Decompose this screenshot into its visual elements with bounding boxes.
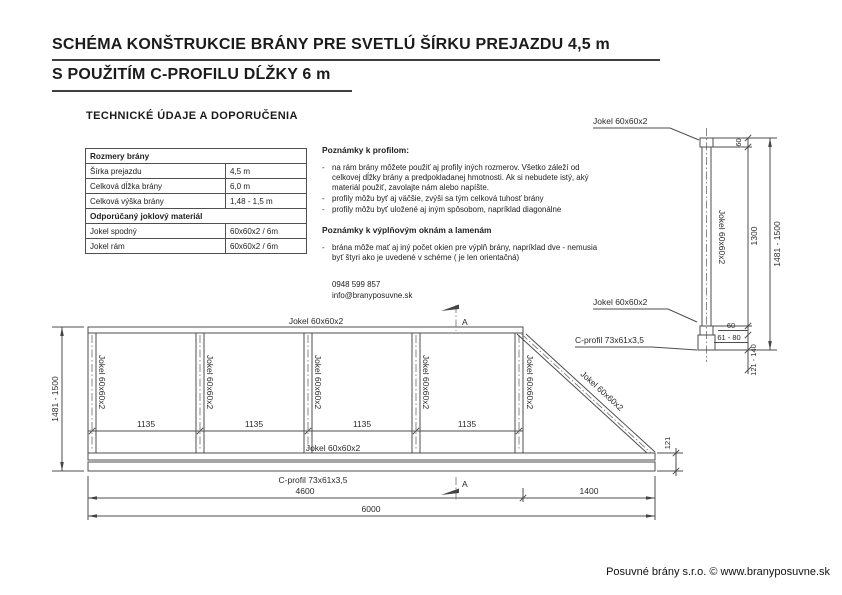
section-marker-a-top: A (462, 317, 468, 327)
notes-block: Poznámky k profilom: -na rám brány môžet… (322, 145, 610, 301)
dim-gap: 61 - 80 (717, 333, 740, 342)
dim-cap-top: 60 (734, 138, 743, 146)
dim-window: 1135 (458, 419, 477, 429)
subtitle-underline (52, 90, 352, 92)
footer-credit: Posuvné brány s.r.o. © www.branyposuvne.… (606, 566, 830, 578)
dim-height-detail: 1481 - 1500 (772, 221, 782, 267)
notes-infill-title: Poznámky k výplňovým oknám a lamenám (322, 225, 492, 236)
detail-bottom-jokel-label: Jokel 60x60x2 (593, 297, 648, 307)
gate-post-label: Jokel 60x60x2 (525, 355, 535, 410)
note-bullet: -profily môžu byť uložené aj iným spôsob… (322, 205, 610, 215)
note-text: profily môžu byť aj väčšie, zvýši sa tým… (332, 194, 544, 204)
note-bullet: -profily môžu byť aj väčšie, zvýši sa tý… (322, 194, 610, 204)
bullet-dash: - (322, 194, 325, 204)
gate-top-rail-label: Jokel 60x60x2 (289, 316, 344, 326)
section-marker-a-bottom: A (462, 479, 468, 489)
page-title: SCHÉMA KONŠTRUKCIE BRÁNY PRE SVETLÚ ŠÍRK… (52, 36, 610, 53)
post-section-detail: Jokel 60x60x2 Jokel 60x60x2 60 1300 1481… (575, 116, 782, 376)
gate-bottom-jokel-label: Jokel 60x60x2 (306, 443, 361, 453)
bullet-dash: - (322, 162, 325, 172)
dim-ground-range: 121 - 140 (749, 344, 758, 376)
contact-email: info@branyposuvne.sk (332, 291, 413, 301)
notes-profiles-title: Poznámky k profilom: (322, 145, 410, 155)
note-text: brána môže mať aj iný počet okien pre vý… (332, 243, 598, 263)
detail-top-jokel-label: Jokel 60x60x2 (593, 116, 648, 126)
gate-diagonal-label: Jokel 60x60x2 (579, 369, 626, 413)
section-title: TECHNICKÉ ÚDAJE A DOPORUČENIA (86, 110, 298, 122)
page-subtitle: S POUŽITÍM C-PROFILU DĹŽKY 6 m (52, 66, 331, 83)
note-bullet: -brána môže mať aj iný počet okien pre v… (322, 243, 610, 263)
contact-phone: 0948 599 857 (332, 280, 381, 290)
gate-post-label: Jokel 60x60x2 (421, 355, 431, 410)
dim-cap-bottom: 60 (727, 321, 735, 330)
table-cell-value: 60x60x2 / 6m (225, 238, 307, 254)
detail-cprofil-label: C-profil 73x61x3,5 (575, 335, 644, 345)
dim-rect-width: 4600 (296, 486, 315, 496)
note-bullet: -na rám brány môžete použiť aj profily i… (322, 163, 610, 193)
dim-window: 1135 (245, 419, 264, 429)
dim-gate-height: 1481 - 1500 (50, 376, 60, 422)
dim-window: 1135 (137, 419, 156, 429)
dim-shaft: 1300 (749, 226, 759, 245)
title-underline (52, 59, 660, 61)
dim-tail-width: 1400 (580, 486, 599, 496)
gate-post-label: Jokel 60x60x2 (313, 355, 323, 410)
gate-post-label: Jokel 60x60x2 (97, 355, 107, 410)
note-text: profily môžu byť uložené aj iným spôsobo… (332, 205, 562, 215)
dim-tail-height: 121 (663, 437, 672, 450)
bullet-dash: - (322, 205, 325, 215)
contact-block: 0948 599 857 info@branyposuvne.sk (332, 279, 610, 301)
bullet-dash: - (322, 243, 325, 253)
note-text: na rám brány môžete použiť aj profily in… (332, 162, 589, 192)
gate-post-label: Jokel 60x60x2 (205, 355, 215, 410)
dim-total-width: 6000 (362, 504, 381, 514)
dim-window: 1135 (353, 419, 372, 429)
gate-cprofil-label: C-profil 73x61x3,5 (279, 475, 348, 485)
detail-shaft-label: Jokel 60x60x2 (717, 210, 727, 265)
